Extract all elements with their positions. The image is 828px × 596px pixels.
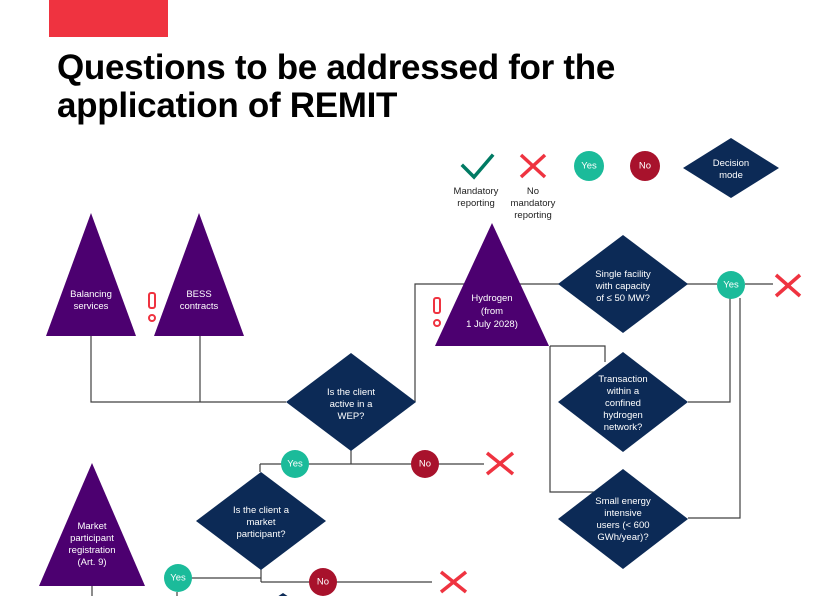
triangle-label: 1 July 2028) xyxy=(466,319,518,330)
legend-yes-badge: Yes xyxy=(574,151,604,181)
decision-partial xyxy=(278,593,288,596)
decision-label: confined xyxy=(605,398,641,409)
title-line-2: application of REMIT xyxy=(57,86,398,125)
legend-mandatory-line1: Mandatory xyxy=(454,186,499,197)
badge-hydrogen-yes[interactable]: Yes xyxy=(717,271,745,299)
badge-label: Yes xyxy=(287,459,303,470)
legend-yes-label: Yes xyxy=(581,161,597,172)
decision-label: Is the client xyxy=(327,387,375,398)
cross-icon xyxy=(439,570,468,594)
legend-no-mandatory-line3: reporting xyxy=(514,210,552,221)
badge-mp-no[interactable]: No xyxy=(309,568,337,596)
badge-label: Yes xyxy=(170,573,186,584)
badge-wep-no[interactable]: No xyxy=(411,450,439,478)
check-icon xyxy=(460,153,495,180)
legend: Mandatory reporting No mandatory reporti… xyxy=(454,138,779,221)
triangle-label: (from xyxy=(481,306,503,317)
decision-label: market xyxy=(246,517,275,528)
decision-label: Single facility xyxy=(595,269,651,280)
badge-label: No xyxy=(317,577,329,588)
decision-label: within a xyxy=(606,386,640,397)
decision-label: active in a xyxy=(330,399,373,410)
cross-icon xyxy=(774,273,802,298)
triangle-market-participant-registration[interactable]: Market participant registration (Art. 9) xyxy=(39,463,145,586)
decision-market-participant[interactable]: Is the client a market participant? xyxy=(196,472,326,570)
decision-label: of ≤ 50 MW? xyxy=(596,293,650,304)
connector-confined-yes xyxy=(688,298,731,403)
legend-no-mandatory-line1: No xyxy=(527,186,539,197)
page-title: Questions to be addressed for the applic… xyxy=(57,49,615,125)
legend-mandatory: Mandatory reporting xyxy=(454,153,499,209)
triangle-label: services xyxy=(74,301,109,312)
legend-decision-line2: mode xyxy=(719,170,743,181)
decision-label: GWh/year)? xyxy=(597,532,648,543)
decision-label: hydrogen xyxy=(603,410,643,421)
triangle-hydrogen[interactable]: Hydrogen (from 1 July 2028) xyxy=(435,223,549,346)
badge-label: Yes xyxy=(723,280,739,291)
decision-label: Is the client a xyxy=(233,505,290,516)
badge-mp-yes[interactable]: Yes xyxy=(164,564,192,592)
decision-label: users (< 600 xyxy=(596,520,649,531)
legend-decision-line1: Decision xyxy=(713,158,749,169)
connector-hydrogen-small xyxy=(549,346,600,493)
connector-hydrogen-confined xyxy=(550,345,606,362)
legend-no-mandatory: No mandatory reporting xyxy=(511,153,556,221)
legend-diamond xyxy=(683,138,779,198)
decision-wep[interactable]: Is the client active in a WEP? xyxy=(286,353,416,451)
triangle-label: Hydrogen xyxy=(471,293,512,304)
connector-balancing-wep xyxy=(90,336,286,403)
decision-label: participant? xyxy=(236,529,285,540)
legend-no-label: No xyxy=(639,161,651,172)
legend-no-badge: No xyxy=(630,151,660,181)
decision-label: WEP? xyxy=(338,411,365,422)
triangle-label: participant xyxy=(70,533,114,544)
triangle-label: (Art. 9) xyxy=(77,557,106,568)
decision-single-facility[interactable]: Single facility with capacity of ≤ 50 MW… xyxy=(558,235,688,333)
legend-no-mandatory-line2: mandatory xyxy=(511,198,556,209)
triangle-label: BESS xyxy=(186,289,211,300)
badge-wep-yes[interactable]: Yes xyxy=(281,450,309,478)
decision-confined-network[interactable]: Transaction within a confined hydrogen n… xyxy=(558,352,688,452)
cross-icon xyxy=(519,153,547,179)
triangle-label: Market xyxy=(77,521,106,532)
legend-mandatory-line2: reporting xyxy=(457,198,495,209)
decision-label: network? xyxy=(604,422,643,433)
exclamation-icon xyxy=(433,297,441,327)
accent-bar xyxy=(49,0,168,37)
triangle-balancing-services[interactable]: Balancing services xyxy=(46,213,136,336)
decision-label: Small energy xyxy=(595,496,651,507)
decision-label: intensive xyxy=(604,508,642,519)
triangle-label: registration xyxy=(69,545,116,556)
title-line-1: Questions to be addressed for the xyxy=(57,48,615,87)
decision-small-energy-users[interactable]: Small energy intensive users (< 600 GWh/… xyxy=(558,469,688,569)
triangle-bess-contracts[interactable]: BESS contracts xyxy=(154,213,244,336)
badge-label: No xyxy=(419,459,431,470)
exclamation-icon xyxy=(148,292,156,322)
connectors xyxy=(90,283,773,596)
decision-label: Transaction xyxy=(598,374,647,385)
decision-label: with capacity xyxy=(595,281,651,292)
cross-icon xyxy=(485,451,515,476)
legend-decision: Decision mode xyxy=(683,138,779,198)
triangle-label: Balancing xyxy=(70,289,112,300)
triangle-label: contracts xyxy=(180,301,219,312)
connector-small-yes xyxy=(688,298,741,519)
